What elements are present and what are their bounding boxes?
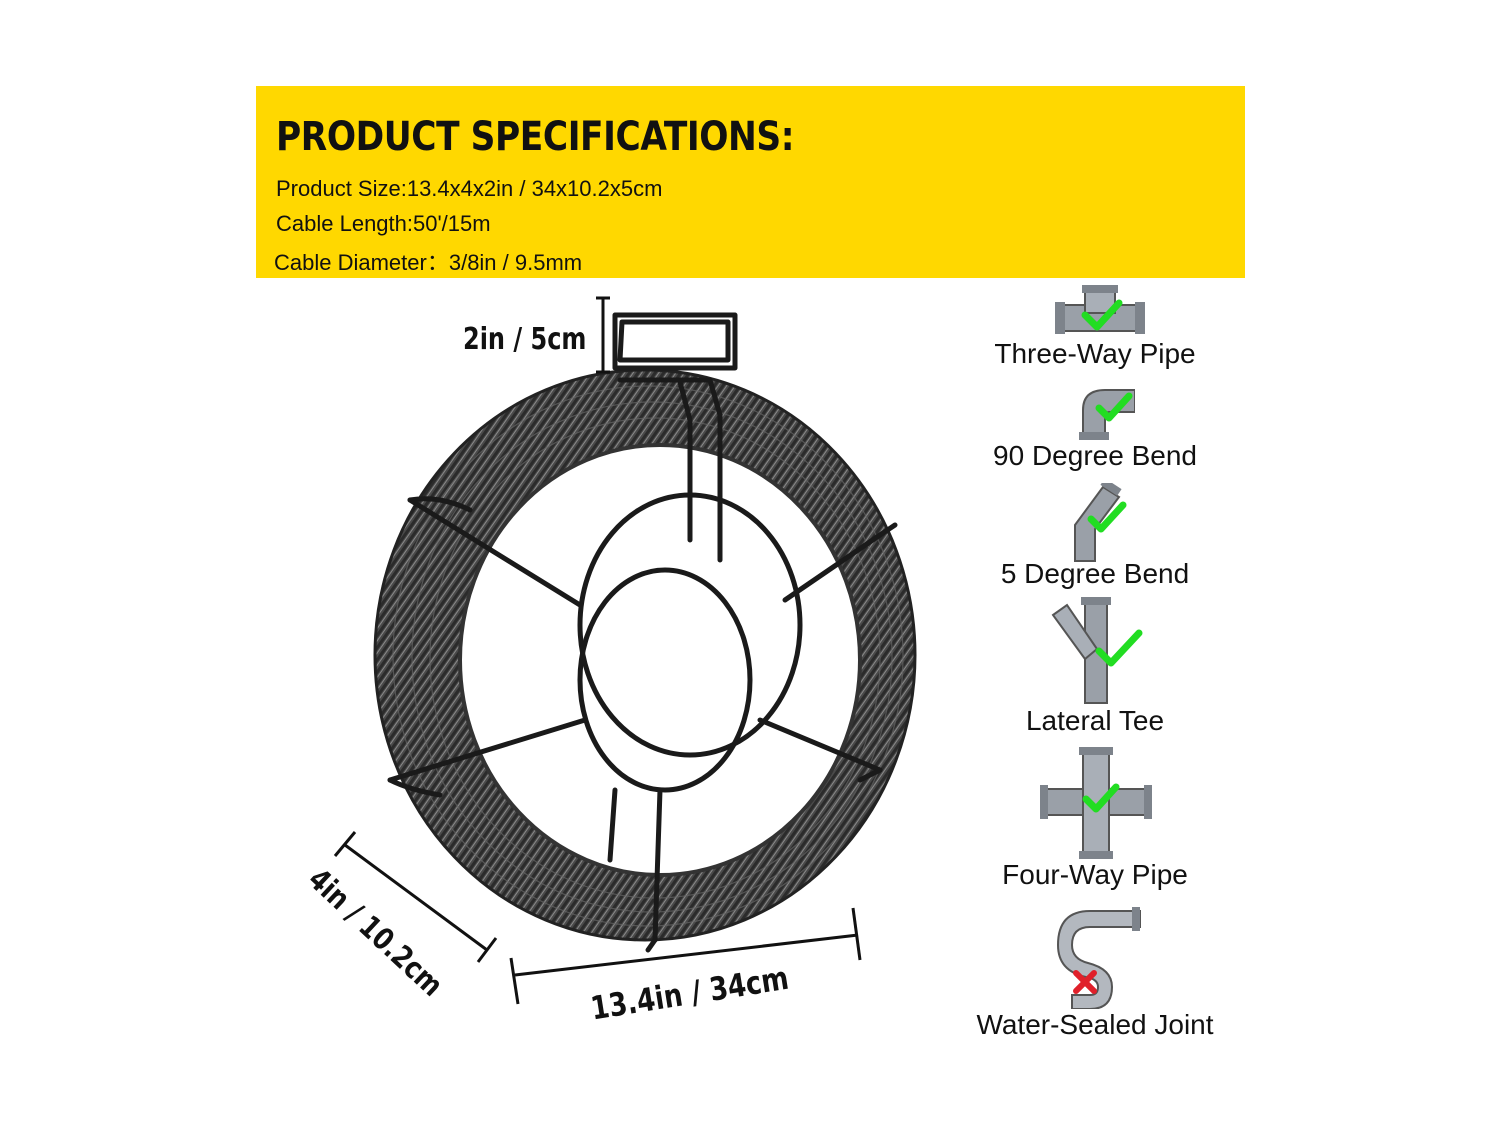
fitting-label: Water-Sealed Joint: [976, 1009, 1214, 1040]
fitting-label: Four-Way Pipe: [1002, 859, 1188, 890]
four-way-pipe-icon: [1040, 747, 1152, 859]
fitting-three-way-pipe: Three-Way Pipe: [955, 285, 1235, 375]
check-icon: [1087, 501, 1127, 533]
fitting-ninety-degree-bend: 90 Degree Bend: [955, 380, 1235, 475]
cross-icon: [1073, 970, 1097, 994]
check-icon: [1082, 783, 1120, 813]
specifications-banner: PRODUCT SPECIFICATIONS: Product Size:13.…: [256, 86, 1245, 278]
fitting-water-sealed-joint: Water-Sealed Joint: [955, 905, 1235, 1065]
spec-cable-length: Cable Length:50'/15m: [276, 211, 491, 236]
check-icon: [1095, 629, 1143, 667]
fitting-label: 5 Degree Bend: [1000, 558, 1190, 589]
drain-cable-coil-image: [333, 296, 917, 1005]
fitting-lateral-tee: Lateral Tee: [955, 597, 1235, 737]
pipe-fittings-list: Three-Way Pipe 90 Degree Bend 5 Degree B…: [955, 285, 1235, 1065]
five-degree-bend-icon: [1074, 483, 1127, 562]
fitting-four-way-pipe: Four-Way Pipe: [955, 747, 1235, 897]
lateral-tee-icon: [1051, 597, 1143, 704]
fitting-five-degree-bend: 5 Degree Bend: [955, 483, 1235, 593]
fitting-label: 90 Degree Bend: [993, 440, 1197, 471]
ninety-degree-bend-icon: [1079, 389, 1135, 440]
water-sealed-joint-icon: [1056, 907, 1141, 1009]
check-icon: [1081, 299, 1123, 331]
dimension-height-label: 2in / 5cm: [463, 322, 587, 357]
check-icon: [1095, 392, 1133, 422]
spec-cable-diameter: Cable Diameter：3/8in / 9.5mm: [274, 250, 583, 275]
three-way-pipe-icon: [1055, 285, 1145, 334]
spec-product-size: Product Size:13.4x4x2in / 34x10.2x5cm: [276, 176, 663, 201]
specifications-title: PRODUCT SPECIFICATIONS:: [276, 114, 795, 160]
fitting-label: Lateral Tee: [1025, 705, 1165, 736]
fitting-label: Three-Way Pipe: [994, 338, 1196, 369]
